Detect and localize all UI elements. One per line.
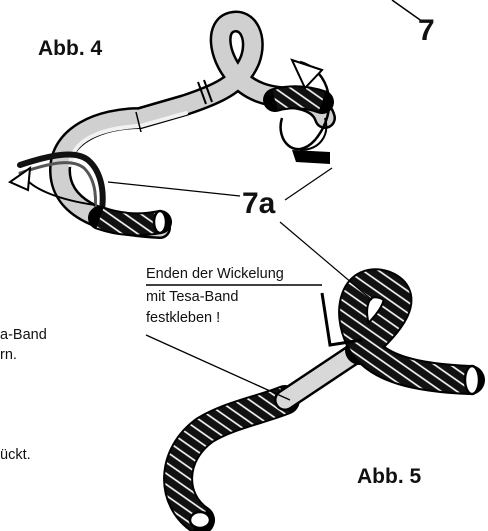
figure-5-label: Abb. 5 bbox=[357, 465, 421, 489]
note-line-1: Enden der Wickelung bbox=[146, 265, 284, 283]
handlebar-fig5 bbox=[178, 283, 479, 528]
left-text-fragment-1: a-Band bbox=[0, 326, 47, 345]
figure-4-label: Abb. 4 bbox=[38, 37, 102, 61]
callout-7: 7 bbox=[418, 14, 435, 48]
note-line-2: mit Tesa-Band bbox=[146, 288, 238, 306]
note-line-3: festkleben ! bbox=[146, 309, 220, 327]
left-text-fragment-2: rn. bbox=[0, 346, 17, 365]
left-text-fragment-3: ückt. bbox=[0, 446, 31, 465]
callout-7a: 7a bbox=[242, 187, 275, 221]
